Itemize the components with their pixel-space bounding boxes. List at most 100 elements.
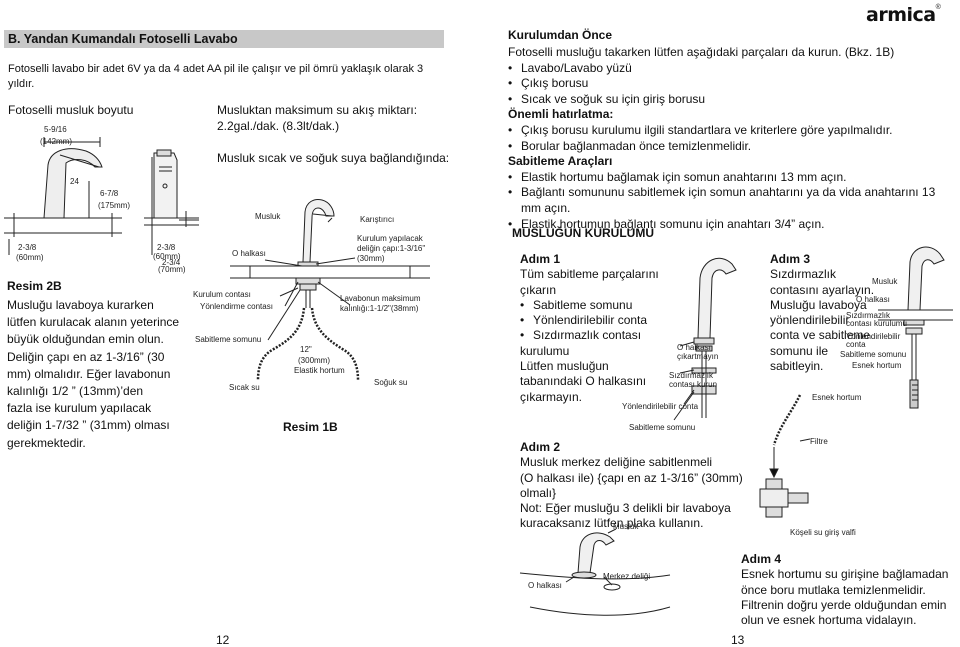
text-line: çıkarmayın. [520,389,583,404]
text-line: Tüm sabitleme parçalarını [520,267,659,282]
label-sabitleme-somunu: Sabitleme somunu [195,335,262,344]
label-kurulum-contasi: Kurulum contası [193,290,251,299]
list-item: Elastik hortumu bağlamak için somun anah… [508,170,956,186]
list-item: Sabitleme somunu [520,298,690,314]
text-line: deliğin 1-7/32 ” (31mm) olması [7,418,170,433]
text-line: Filtrenin doğru yerde olduğundan emin [741,597,947,612]
dim-label: (60mm) [16,253,44,262]
label-merkez: Merkez deliği [603,572,651,581]
text-line: sabitleyin. [770,359,824,374]
label-hole-1: Kurulum yapılacak [357,234,423,243]
size-title: Fotoselli musluk boyutu [8,103,134,117]
figure-title-2b: Resim 2B [7,279,62,293]
step-2-title: Adım 2 [520,440,561,454]
label-karistirici: Karıştırıcı [360,215,395,224]
step-1-drawing [673,257,737,421]
step-1: Adım 1 Tüm sabitleme parçalarını çıkarın… [520,252,690,405]
valve-drawing [759,394,811,518]
label-kosegen: Köşeli su giriş valfi [790,528,856,537]
label-esnek-hortum: Esnek hortum [812,393,862,402]
label-max-2: kalınlığı:1-1/2"(38mm) [340,304,419,313]
text-line: somunu ile [770,343,829,358]
before-title: Kurulumdan Önce [508,28,613,42]
label: Sızdırmazlık [669,371,714,380]
text-line: kalınlığı 1/2 ” (13mm)’den [7,384,144,399]
label: conta [846,340,866,349]
connection-title: Musluk sıcak ve soğuk suya bağlandığında… [217,151,450,165]
label: contası kurulumu [846,319,907,328]
list-item: Çıkış borusu [508,76,956,92]
list-item: Lavabo/Lavabo yüzü [508,61,956,77]
text-line: contasını ayarlayın. [770,282,875,297]
dim-label: (175mm) [98,201,131,210]
text-line: tabanındaki O halkasını [520,374,647,389]
label: contası kurun [669,380,718,389]
label: O halkası [856,295,890,304]
text-line: çıkarın [520,282,557,297]
text-line: yönlendirilebilir [770,313,850,328]
step-4: Adım 4 Esnek hortumu su girişine bağlama… [741,552,956,628]
label-musluk-2: Musluk [613,522,639,531]
label-hose-3: Elastik hortum [294,366,345,375]
dim-label: 2-3/8 [157,243,176,252]
label-hole-2: deliğin çapı:1-3/16" [357,244,426,253]
intro-text: Fotoselli lavabo bir adet 6V ya da 4 ade… [8,63,424,90]
page-number: 12 [216,633,230,647]
dim-label: 5-9/16 [44,125,67,134]
tools-title: Sabitleme Araçları [508,154,613,169]
figure-title-1b: Resim 1B [283,420,338,434]
dim-label: 2-3/4 [162,258,181,267]
label-max-1: Lavabonun maksimum [340,294,421,303]
installation-diagram [230,199,430,381]
section-header: B. Yandan Kumandalı Fotoselli Lavabo [4,30,444,48]
label: Esnek hortum [852,361,902,370]
faucet-side-view-drawing [4,137,199,255]
label: O halkası [677,343,711,352]
step-1-title: Adım 1 [520,252,561,266]
flow-line-2: 2.2gal./dak. (8.3lt/dak.) [217,119,340,133]
list-item: Sıcak ve soğuk su için giriş borusu [508,92,956,108]
label: Sabitleme somunu [840,350,907,359]
text-line: olmalı} [520,485,557,500]
dim-label: 6-7/8 [100,189,119,198]
text-line: kuracaksanız lütfen plaka kullanın. [520,516,704,531]
logo-text: armica [866,4,936,26]
list-item: Borular bağlanmadan önce temizlenmelidir… [508,139,956,155]
before-intro: Fotoselli musluğu takarken lütfen aşağıd… [508,45,895,59]
step-4-title: Adım 4 [741,552,782,566]
brand-logo: armica® [866,4,952,26]
list-item: Sızdırmazlık contası [520,328,690,344]
text-line: önce boru mutlaka temizlenmelidir. [741,582,926,597]
flow-line-1: Musluktan maksimum su akış miktarı: [217,103,418,117]
text-line: Esnek hortumu su girişine bağlamadan [741,567,949,582]
dim-label: (60mm) [153,252,181,261]
label-o-halkasi-2: O halkası [528,581,562,590]
registered-mark: ® [935,4,941,11]
text-line: Musluğu lavaboya [770,297,867,312]
label-yonlendirme-contasi: Yönlendirme contası [200,302,273,311]
list-item: Elastik hortumun bağlantı somunu için an… [508,217,956,233]
text-line: Lütfen musluğun [520,359,609,374]
text-line: Not: Eğer musluğu 3 delikli bir lavaboya [520,501,731,516]
text-line: mm) olmalıdır. Eğer lavabonun [7,366,171,381]
label-sicak-su: Sıcak su [229,383,260,392]
list-item: Çıkış borusu kurulumu ilgili standartlar… [508,123,956,139]
step-2-drawing [519,528,671,616]
important-title: Önemli hatırlatma: [508,107,614,122]
list-item: Bağlantı somununu sabitlemek için somun … [508,185,956,216]
label-musluk: Musluk [255,212,281,221]
text-line: Musluğu lavaboya kurarken [7,298,154,312]
install-title: MUSLUĞUN KURULUMU [512,226,654,240]
label: çıkartmayın [677,352,719,361]
text-line: Sızdırmazlık [770,267,837,282]
before-content: Fotoselli musluğu takarken lütfen aşağıd… [508,45,956,232]
step-2: Adım 2 Musluk merkez deliğine sabitlenme… [520,440,750,532]
label-hose-2: (300mm) [298,356,331,365]
label-soguk-su: Soğuk su [374,378,408,387]
text-line: Musluk merkez deliğine sabitlenmeli [520,455,713,470]
label: Sızdırmazlık [846,311,891,320]
text-line: kurulumu [520,343,570,358]
step-3-title: Adım 3 [770,252,811,266]
text-line: gerekmektedir. [7,435,86,450]
text-line: (O halkası ile) {çapı en az 1-3/16” (30m… [520,470,743,485]
